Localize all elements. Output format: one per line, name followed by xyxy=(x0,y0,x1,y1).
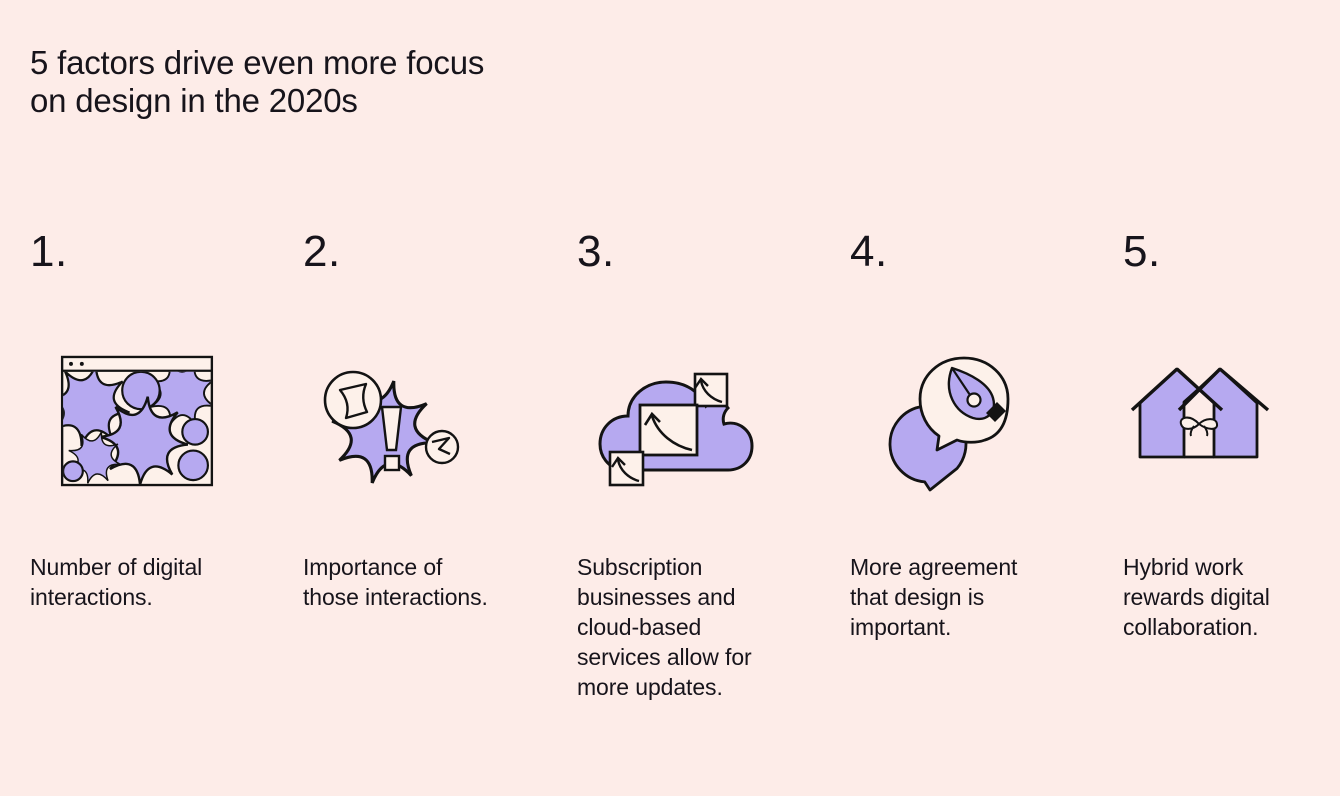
factor-column-5: 5. Hybrid work rewards digital collabora… xyxy=(1123,230,1340,790)
factor-caption: Subscription businesses and cloud-based … xyxy=(577,554,752,700)
cloud-updates-icon xyxy=(598,368,758,488)
browser-digital-interactions-icon xyxy=(60,355,214,487)
factor-column-2: 2. Importance of those interactions. xyxy=(303,230,577,790)
factor-number: 4. xyxy=(850,227,888,276)
bottom-edge-strip xyxy=(0,796,1340,800)
factor-column-4: 4. More agreement that design is importa… xyxy=(850,230,1123,790)
factor-column-3: 3. Subscription businesses and cloud-bas… xyxy=(577,230,850,790)
factor-caption: More agreement that design is important. xyxy=(850,554,1018,640)
factor-caption: Number of digital interactions. xyxy=(30,554,203,610)
exclamation-burst-icon xyxy=(322,368,462,493)
factor-number: 1. xyxy=(30,227,68,276)
hybrid-homes-icon xyxy=(1130,365,1270,461)
factor-columns: 1. xyxy=(30,230,1340,790)
factor-caption: Hybrid work rewards digital collaboratio… xyxy=(1123,554,1270,640)
speech-bubbles-pen-icon xyxy=(885,350,1020,495)
factor-column-1: 1. xyxy=(30,230,303,790)
page-title: 5 factors drive even more focus on desig… xyxy=(30,44,485,119)
factor-number: 2. xyxy=(303,227,341,276)
factor-caption: Importance of those interactions. xyxy=(303,554,488,610)
factor-number: 3. xyxy=(577,227,615,276)
factor-number: 5. xyxy=(1123,227,1161,276)
